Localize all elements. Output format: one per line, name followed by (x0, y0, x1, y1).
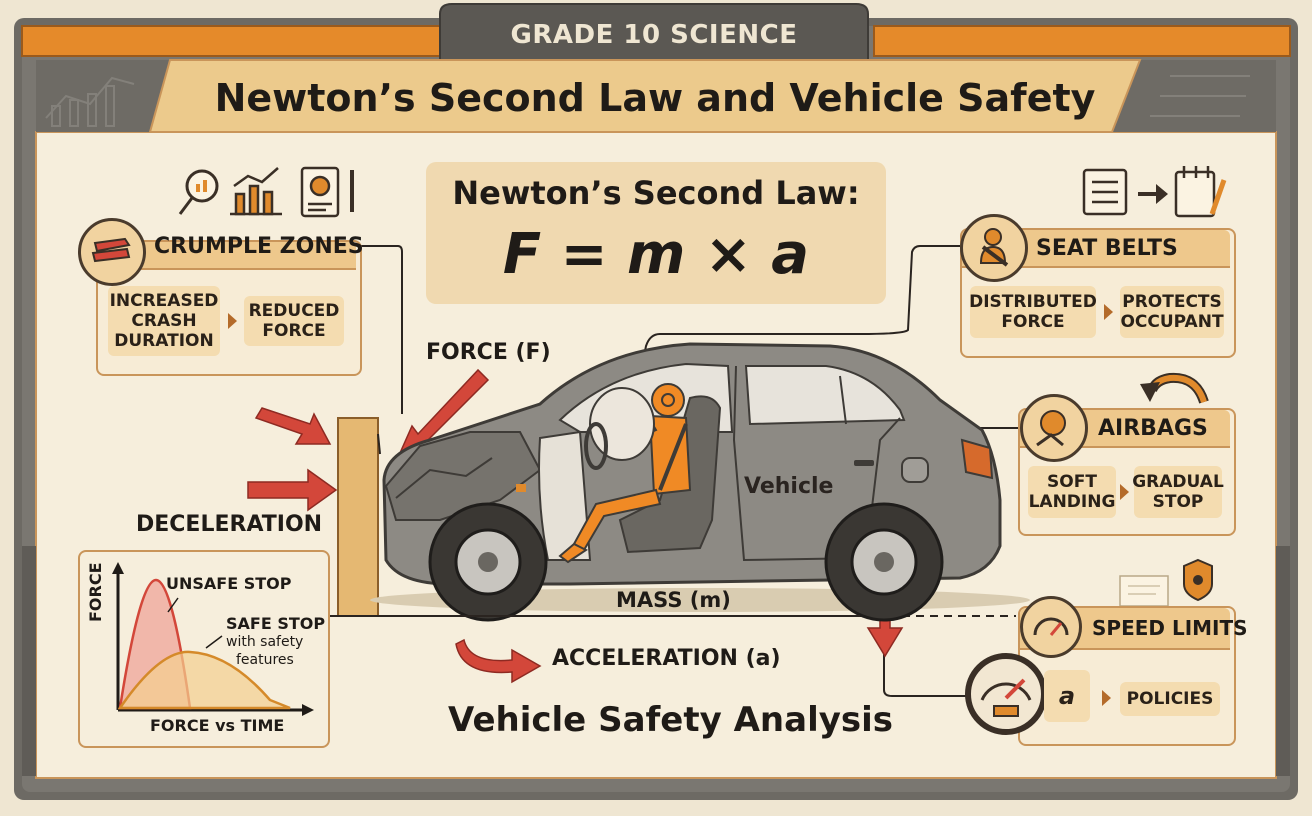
arrow-icon (1104, 304, 1113, 320)
arrow-icon (228, 313, 237, 329)
acceleration-label: ACCELERATION (a) (552, 646, 781, 671)
safe-stop-detail-1: with safety (226, 634, 304, 650)
deceleration-label: DECELERATION (136, 512, 323, 537)
seat-belt-icon (960, 214, 1028, 282)
bar-chart-icon (230, 167, 282, 216)
magnifier-chart-icon (178, 169, 219, 215)
vehicle-label: Vehicle (744, 474, 834, 499)
speed-limits-symbol-chip: a (1044, 670, 1090, 722)
seat-belts-effect-chip: PROTECTS OCCUPANT (1120, 286, 1224, 338)
crumple-cause-chip: INCREASED CRASH DURATION (108, 286, 220, 356)
footer-title: Vehicle Safety Analysis (448, 700, 894, 740)
report-icon (300, 166, 354, 218)
arrow-icon (1102, 690, 1111, 706)
force-label: FORCE (F) (426, 340, 551, 365)
force-time-graph (112, 562, 314, 716)
formula-caption: Newton’s Second Law: (452, 174, 860, 212)
unsafe-stop-label: UNSAFE STOP (166, 574, 292, 593)
formula-equation: F = m × a (502, 222, 810, 287)
car-illustration (370, 342, 1030, 622)
graph-x-label: FORCE vs TIME (150, 716, 285, 735)
airbags-effect-chip: GRADUAL STOP (1132, 466, 1224, 518)
seat-belts-title: SEAT BELTS (1036, 236, 1178, 261)
graph-y-label: FORCE (86, 562, 105, 622)
safe-stop-detail-2: features (236, 652, 294, 668)
arrow-icon (1120, 484, 1129, 500)
crumple-zone-icon (78, 218, 146, 286)
airbags-cause-chip: SOFT LANDING (1028, 466, 1116, 518)
seat-belts-cause-chip: DISTRIBUTED FORCE (969, 286, 1097, 338)
crumple-effect-chip: REDUCED FORCE (244, 296, 344, 346)
safe-stop-label: SAFE STOP (226, 614, 326, 633)
speed-limits-effect-chip: POLICIES (1120, 682, 1220, 716)
checklist-icon (1174, 166, 1227, 218)
airbag-icon (1020, 394, 1088, 462)
speed-limits-title: SPEED LIMITS (1092, 616, 1248, 640)
notes-icon (1082, 168, 1128, 216)
airbags-title: AIRBAGS (1098, 416, 1208, 441)
grade-label: GRADE 10 SCIENCE (510, 20, 798, 50)
page-title: Newton’s Second Law and Vehicle Safety (214, 76, 1096, 120)
crumple-zones-title: CRUMPLE ZONES (154, 234, 364, 259)
graph-panel (78, 550, 330, 748)
speedometer-icon (1020, 596, 1082, 658)
gauge-icon (965, 653, 1047, 735)
mass-label: MASS (m) (616, 588, 731, 612)
